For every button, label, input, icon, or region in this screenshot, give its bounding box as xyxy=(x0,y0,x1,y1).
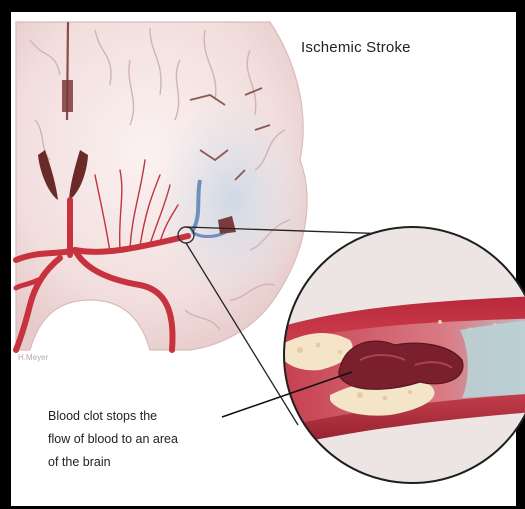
oxygen-deprived-section xyxy=(460,318,525,398)
clot-caption: Blood clot stops the flow of blood to an… xyxy=(48,405,248,474)
caption-line: of the brain xyxy=(48,451,248,474)
caption-line: flow of blood to an area xyxy=(48,428,248,451)
caption-line: Blood clot stops the xyxy=(48,405,248,428)
ischemic-area xyxy=(162,105,302,295)
blood-clot xyxy=(339,341,463,389)
artist-signature: H.Meyer xyxy=(18,353,48,362)
corpus-callosum-mark xyxy=(62,80,73,112)
diagram-title: Ischemic Stroke xyxy=(301,39,411,56)
